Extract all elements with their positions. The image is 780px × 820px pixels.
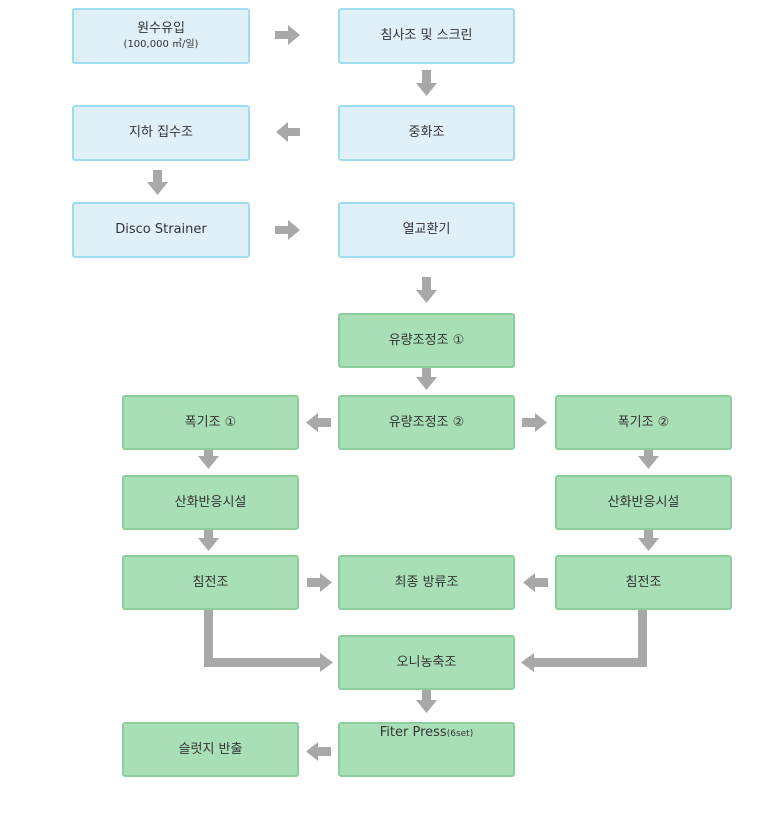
node-filter-press: Fiter Press (6set) (338, 722, 515, 777)
node-neutralization: 중화조 (338, 105, 515, 161)
node-aeration-2: 폭기조 ② (555, 395, 732, 450)
node-underground-collection: 지하 집수조 (72, 105, 250, 161)
arrow-eq2-to-aeration1 (306, 413, 331, 432)
node-equalization-2: 유량조정조 ② (338, 395, 515, 450)
arrow-aeration1-to-oxidation1 (198, 450, 219, 469)
node-sludge-thickener-label: 오니농축조 (396, 654, 457, 670)
node-equalization-2-label: 유량조정조 ② (388, 414, 465, 430)
node-neutralization-label: 중화조 (408, 125, 445, 141)
arrow-settling1-to-discharge (307, 573, 332, 592)
arrow-settling2-to-discharge (523, 573, 548, 592)
arrow-heatex-to-eq1 (416, 277, 437, 303)
arrow-neutralization-to-collection (276, 122, 300, 142)
node-sludge-export-label: 슬럿지 반출 (178, 741, 243, 757)
node-oxidation-1: 산화반응시설 (122, 475, 299, 530)
node-equalization-1-label: 유량조정조 ① (388, 332, 465, 348)
node-aeration-1-label: 폭기조 ① (184, 414, 237, 430)
node-sludge-export: 슬럿지 반출 (122, 722, 299, 777)
arrow-screen-to-neutralization (416, 70, 437, 96)
node-settling-2: 침전조 (555, 555, 732, 610)
arrow-strainer-to-heatex (275, 220, 300, 240)
node-settling-2-label: 침전조 (625, 574, 662, 590)
node-heat-exchanger: 열교환기 (338, 202, 515, 258)
node-final-discharge-label: 최종 방류조 (394, 574, 459, 590)
node-settling-1: 침전조 (122, 555, 299, 610)
node-equalization-1: 유량조정조 ① (338, 313, 515, 368)
node-raw-inflow-label: 원수유입 (137, 21, 185, 37)
arrow-thickener-to-press (416, 690, 437, 713)
node-oxidation-2: 산화반응시설 (555, 475, 732, 530)
node-disco-strainer-label: Disco Strainer (115, 222, 207, 238)
node-disco-strainer: Disco Strainer (72, 202, 250, 258)
arrow-settling2-to-thickener (521, 608, 647, 672)
arrow-oxidation2-to-settling2 (638, 530, 659, 551)
node-sedimentation-screen-label: 침사조 및 스크린 (380, 28, 473, 44)
node-oxidation-1-label: 산화반응시설 (174, 494, 247, 510)
node-aeration-2-label: 폭기조 ② (617, 414, 670, 430)
arrow-eq1-to-eq2 (416, 368, 437, 390)
node-filter-press-label: Fiter Press (379, 725, 447, 740)
node-heat-exchanger-label: 열교환기 (402, 222, 451, 238)
node-oxidation-2-label: 산화반응시설 (607, 494, 680, 510)
arrow-press-to-sludge-export (306, 742, 331, 761)
node-raw-inflow: 원수유입 (100,000 ㎥/일) (72, 8, 250, 64)
arrow-aeration2-to-oxidation2 (638, 450, 659, 469)
node-filter-press-suffix: (6set) (446, 729, 474, 739)
arrow-eq2-to-aeration2 (522, 413, 547, 432)
node-settling-1-label: 침전조 (192, 574, 229, 590)
node-aeration-1: 폭기조 ① (122, 395, 299, 450)
node-final-discharge: 최종 방류조 (338, 555, 515, 610)
node-sedimentation-screen: 침사조 및 스크린 (338, 8, 515, 64)
node-sludge-thickener: 오니농축조 (338, 635, 515, 690)
node-raw-inflow-capacity: (100,000 ㎥/일) (123, 39, 199, 51)
arrow-collection-to-strainer (147, 170, 168, 195)
arrow-oxidation1-to-settling1 (198, 530, 219, 551)
arrow-inflow-to-screen (275, 25, 300, 45)
node-underground-collection-label: 지하 집수조 (129, 125, 193, 141)
arrow-settling1-to-thickener (204, 608, 333, 672)
